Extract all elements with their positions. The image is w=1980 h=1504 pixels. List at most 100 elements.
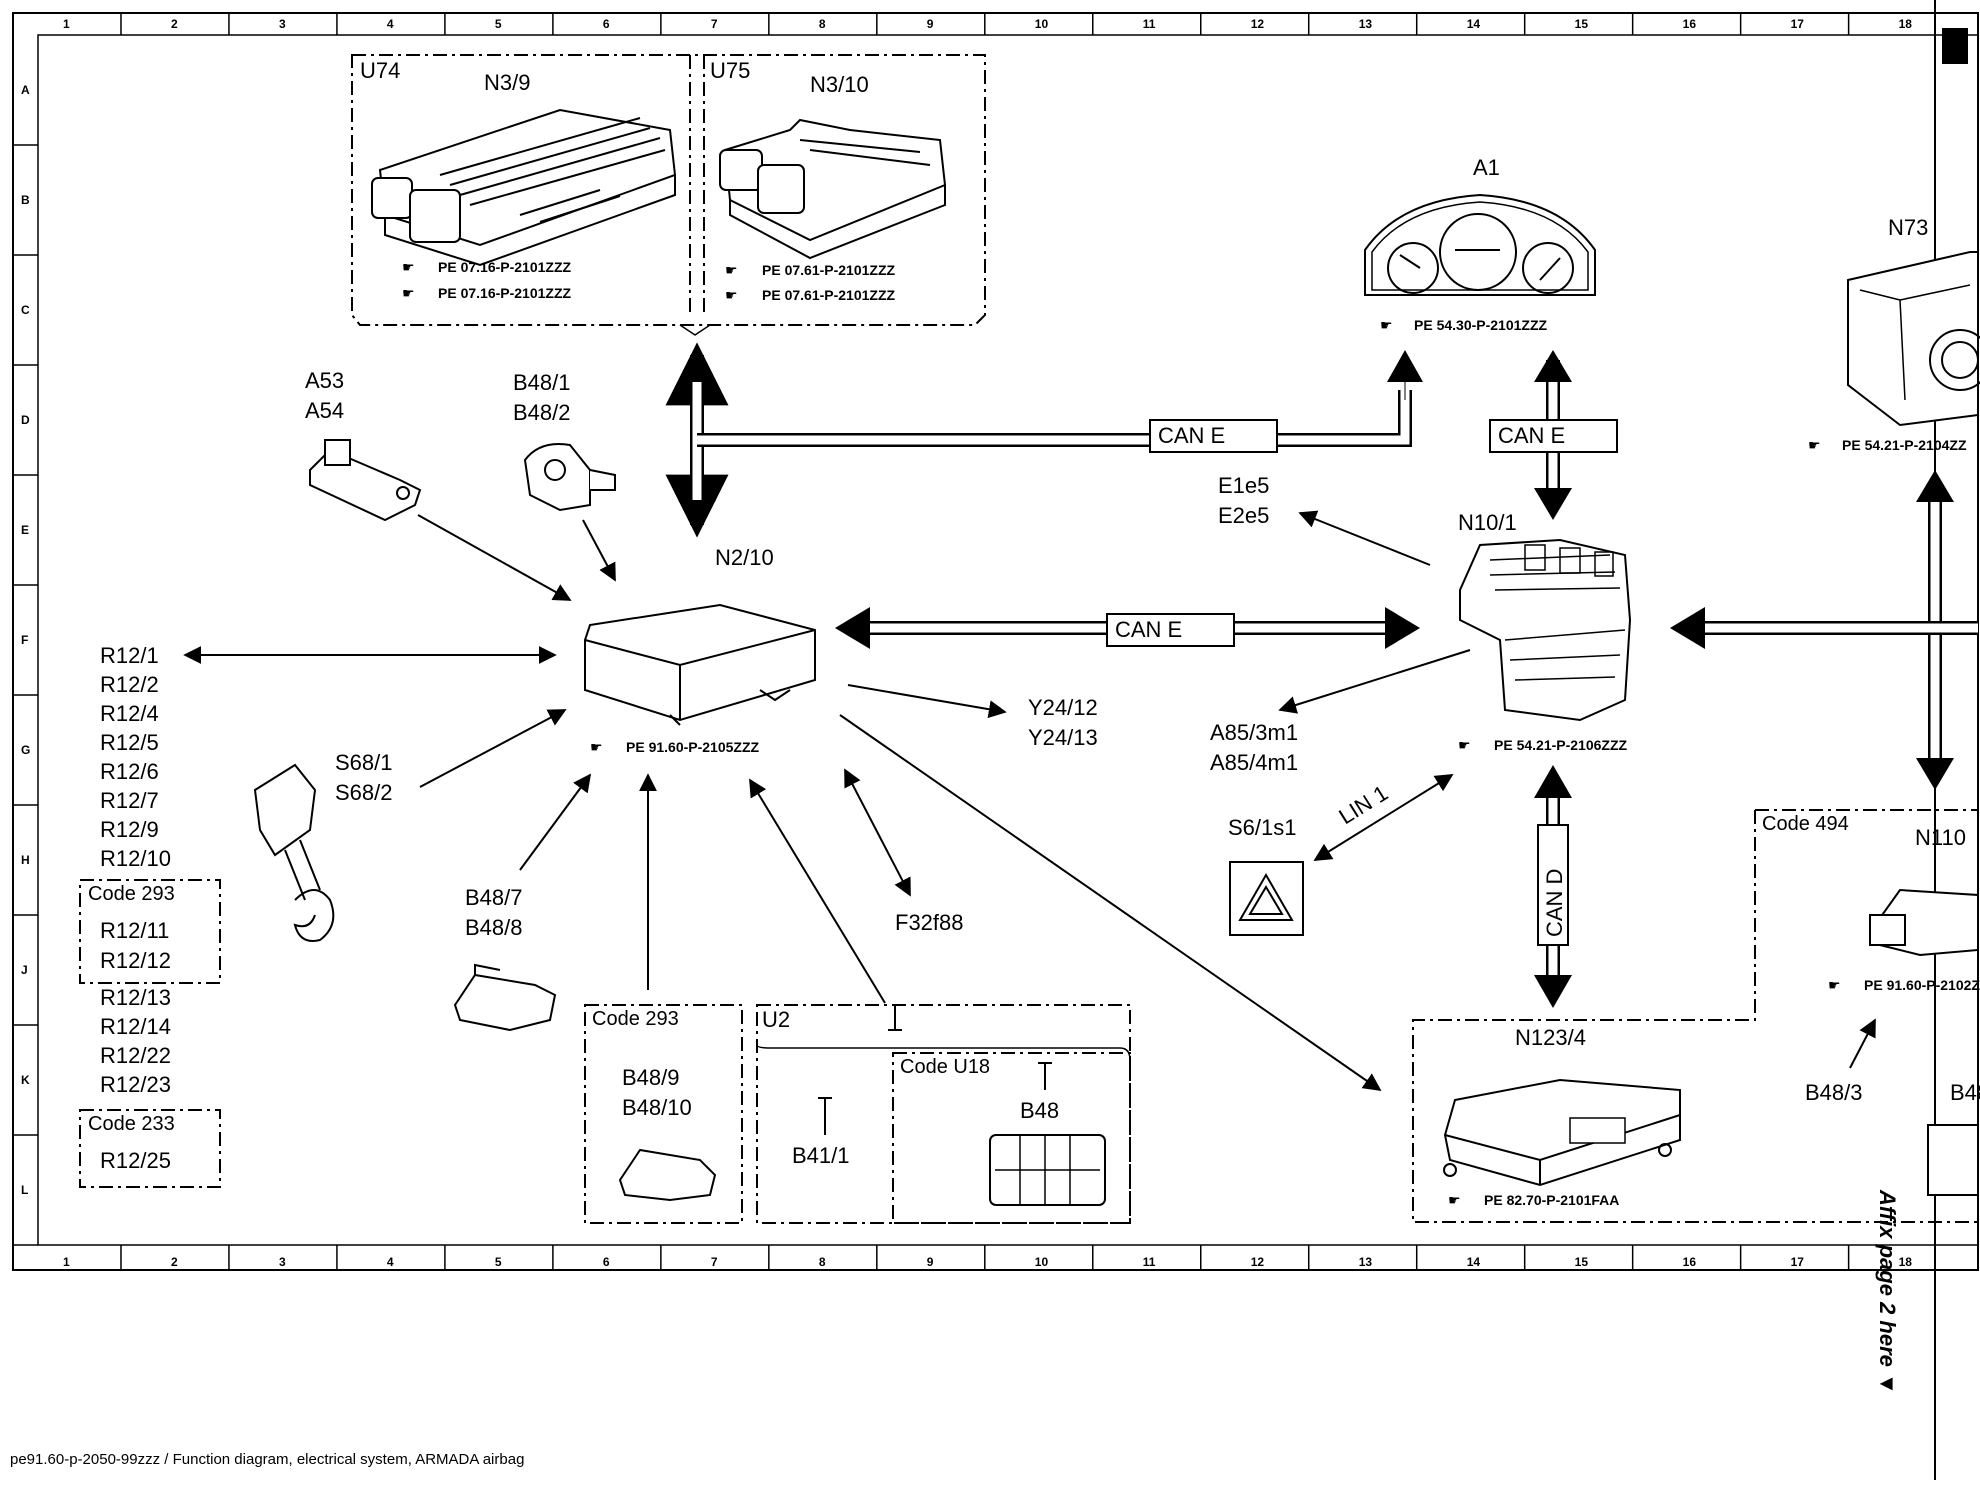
n123-4-label: N123/4	[1515, 1025, 1586, 1050]
column-marker: 10	[1035, 17, 1049, 31]
n3-10-doc-refs: ☛ PE 07.61-P-2101ZZZ ☛ PE 07.61-P-2101ZZ…	[725, 262, 896, 303]
row-marker: C	[21, 303, 30, 317]
can-e-label-2: CAN E	[1498, 423, 1565, 448]
row-marker: B	[21, 193, 30, 207]
r12-item: R12/10	[100, 846, 171, 871]
row-marker: J	[21, 963, 28, 977]
column-marker: 5	[495, 1255, 502, 1269]
column-marker: 1	[63, 17, 70, 31]
column-marker: 2	[171, 1255, 178, 1269]
n2-10-airbag-control-unit: N2/10 ☛ PE 91.60-P-2105ZZZ	[584, 545, 816, 755]
column-marker: 15	[1575, 1255, 1589, 1269]
column-marker: 12	[1251, 1255, 1265, 1269]
r12-item: R12/7	[100, 788, 159, 813]
n3-9-doc-refs: ☛ PE 07.16-P-2101ZZZ ☛ PE 07.16-P-2101ZZ…	[402, 259, 572, 301]
r12-item: R12/13	[100, 985, 171, 1010]
column-grid-markers: 1122334455667788991010111112121313141415…	[63, 13, 1912, 1270]
n73-ignition-switch: N73 ☛ PE 54.21-P-2104ZZ	[1808, 215, 1980, 453]
column-marker: 16	[1683, 17, 1697, 31]
column-marker: 7	[711, 1255, 718, 1269]
n73-ref: PE 54.21-P-2104ZZ	[1842, 437, 1967, 453]
n123-4-ref: PE 82.70-P-2101FAA	[1484, 1192, 1619, 1208]
affix-page-note: Affix page 2 here ▼	[1875, 1190, 1900, 1395]
drawing-caption: pe91.60-p-2050-99zzz / Function diagram,…	[10, 1451, 525, 1468]
r12-item: R12/12	[100, 948, 171, 973]
n3-9-ref-1: PE 07.16-P-2101ZZZ	[438, 259, 572, 275]
a53-label: A53	[305, 368, 344, 393]
ref-hand-icon: ☛	[725, 287, 738, 303]
r12-item: R12/2	[100, 672, 159, 697]
column-marker: 13	[1359, 17, 1373, 31]
r12-code-293-label: Code 293	[88, 883, 175, 905]
ref-hand-icon: ☛	[402, 285, 415, 301]
n73-label: N73	[1888, 215, 1928, 240]
u74-box-label: U74	[360, 58, 400, 83]
ref-hand-icon: ☛	[1380, 317, 1393, 333]
s6-1s1-hazard-switch: S6/1s1	[1228, 815, 1304, 936]
column-marker: 9	[927, 1255, 934, 1269]
a85-3m1-label: A85/3m1	[1210, 720, 1298, 745]
row-marker: L	[21, 1183, 28, 1197]
row-marker: G	[21, 743, 30, 757]
f32f88-label: F32f88	[895, 910, 964, 935]
code-u18-label: Code U18	[900, 1056, 990, 1078]
signal-arrows	[183, 510, 1876, 1092]
column-marker: 8	[819, 17, 826, 31]
r12-item: R12/23	[100, 1072, 171, 1097]
a1-ref: PE 54.30-P-2101ZZZ	[1414, 317, 1548, 333]
lin-1-label: LIN 1	[1334, 780, 1392, 829]
column-marker: 6	[603, 1255, 610, 1269]
b48-7-label: B48/7	[465, 885, 523, 910]
n3-10-label: N3/10	[810, 72, 869, 97]
ref-hand-icon: ☛	[1448, 1192, 1461, 1208]
column-marker: 12	[1251, 17, 1265, 31]
row-marker: F	[21, 633, 28, 647]
n10-1-ref: PE 54.21-P-2106ZZZ	[1494, 737, 1628, 753]
r12-item: R12/4	[100, 701, 159, 726]
column-marker: 14	[1467, 17, 1481, 31]
column-marker: 4	[387, 1255, 394, 1269]
n3-9-ref-2: PE 07.16-P-2101ZZZ	[438, 285, 572, 301]
column-marker: 13	[1359, 1255, 1373, 1269]
r12-item: R12/6	[100, 759, 159, 784]
s68-belt-buckle: S68/1 S68/2	[253, 750, 393, 942]
n3-10-ecu-icon	[719, 118, 947, 260]
r12-item: R12/25	[100, 1148, 171, 1173]
column-marker: 11	[1143, 1255, 1156, 1269]
column-marker: 18	[1899, 17, 1913, 31]
r12-item: R12/9	[100, 817, 159, 842]
b48-3-label: B48/3	[1805, 1080, 1863, 1105]
can-bus-lines: CAN E CAN E CAN E CAN D	[665, 342, 1978, 1008]
n110-ref: PE 91.60-P-2102Z	[1864, 977, 1980, 993]
hazard-triangle-icon	[1238, 873, 1294, 921]
n110-label: N110	[1915, 825, 1966, 850]
e1e5-label: E1e5	[1218, 473, 1269, 498]
r12-code-233-label: Code 233	[88, 1113, 175, 1135]
column-marker: 18	[1899, 1255, 1913, 1269]
can-e-label-3: CAN E	[1115, 617, 1182, 642]
s68-2-label: S68/2	[335, 780, 393, 805]
column-marker: 4	[387, 17, 394, 31]
ref-hand-icon: ☛	[1808, 437, 1821, 453]
a54-label: A54	[305, 398, 344, 423]
ref-hand-icon: ☛	[1458, 737, 1471, 753]
b48-2-label: B48/2	[513, 400, 571, 425]
a1-label: A1	[1473, 155, 1500, 180]
n2-10-ref: PE 91.60-P-2105ZZZ	[626, 739, 760, 755]
a85-4m1-label: A85/4m1	[1210, 750, 1298, 775]
column-marker: 16	[1683, 1255, 1697, 1269]
r12-item: R12/14	[100, 1014, 171, 1039]
a1-instrument-cluster: A1 ☛ PE 54.30-P-2101ZZZ	[1364, 155, 1596, 333]
n10-1-label: N10/1	[1458, 510, 1517, 535]
can-e-label-1: CAN E	[1158, 423, 1225, 448]
column-marker: 8	[819, 1255, 826, 1269]
r12-item: R12/5	[100, 730, 159, 755]
b48-9-label: B48/9	[622, 1065, 680, 1090]
row-marker: H	[21, 853, 30, 867]
r12-item: R12/1	[100, 643, 159, 668]
column-marker: 17	[1791, 1255, 1805, 1269]
ref-hand-icon: ☛	[1828, 977, 1841, 993]
b48-1-b48-2-sensor: B48/1 B48/2	[513, 370, 616, 512]
ref-hand-icon: ☛	[590, 739, 603, 755]
